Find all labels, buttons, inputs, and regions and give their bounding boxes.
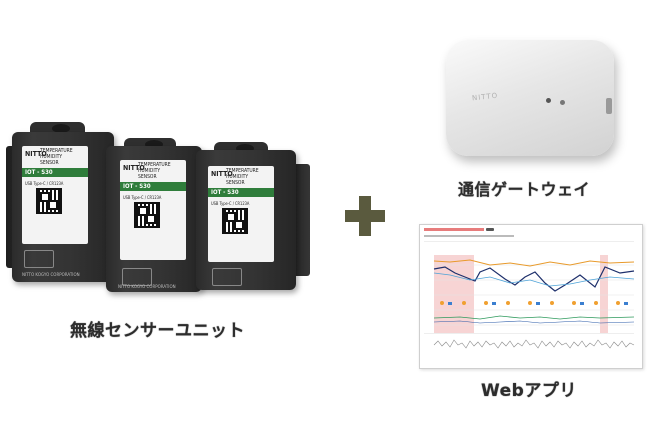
- sensor-label: NITTO TEMPERATURE HUMIDITY SENSOR IOT - …: [22, 146, 88, 244]
- qr-code-icon: [36, 188, 62, 214]
- gateway-logo: NITTO: [471, 91, 499, 103]
- usb-spec-text: USB Type-C / CR123A: [123, 195, 162, 200]
- serial-box: [122, 268, 152, 286]
- corporation-text: NITTO KOGYO CORPORATION: [118, 284, 176, 289]
- usb-port-icon: [606, 98, 612, 114]
- sensor-unit-1: NITTO TEMPERATURE HUMIDITY SENSOR IOT - …: [6, 122, 114, 282]
- gateway-caption: 通信ゲートウェイ: [458, 180, 591, 199]
- model-label: IOT - S30: [120, 182, 186, 191]
- qr-code-icon: [134, 202, 160, 228]
- brand-logo: NITTO: [211, 170, 233, 178]
- webapp-screenshot: [419, 224, 643, 369]
- corporation-text: NITTO KOGYO CORPORATION: [22, 272, 80, 277]
- brand-logo: NITTO: [123, 164, 145, 172]
- sensor-caption: 無線センサーユニット: [70, 321, 245, 341]
- sensor-unit-3: NITTO TEMPERATURE HUMIDITY SENSOR IOT - …: [196, 142, 310, 290]
- sensor-type-text: TEMPERATURE HUMIDITY SENSOR: [138, 162, 171, 180]
- led-indicator-icon: [560, 100, 565, 105]
- serial-box: [212, 268, 242, 286]
- sensor-type-text: TEMPERATURE HUMIDITY SENSOR: [40, 148, 73, 166]
- model-label: IOT - S30: [22, 168, 88, 177]
- model-label: IOT - S30: [208, 188, 274, 197]
- webapp-caption: Webアプリ: [481, 381, 577, 401]
- serial-box: [24, 250, 54, 268]
- led-indicator-icon: [546, 98, 551, 103]
- qr-code-icon: [222, 208, 248, 234]
- webapp-chart-image: [424, 228, 635, 349]
- sensor-type-text: TEMPERATURE HUMIDITY SENSOR: [226, 168, 259, 186]
- usb-spec-text: USB Type-C / CR123A: [211, 201, 250, 206]
- sensor-label: NITTO TEMPERATURE HUMIDITY SENSOR IOT - …: [208, 166, 274, 262]
- sensor-unit-2: NITTO TEMPERATURE HUMIDITY SENSOR IOT - …: [106, 138, 202, 292]
- brand-logo: NITTO: [25, 150, 47, 158]
- usb-spec-text: USB Type-C / CR123A: [25, 181, 64, 186]
- sensor-label: NITTO TEMPERATURE HUMIDITY SENSOR IOT - …: [120, 160, 186, 260]
- gateway-device: NITTO: [446, 40, 614, 156]
